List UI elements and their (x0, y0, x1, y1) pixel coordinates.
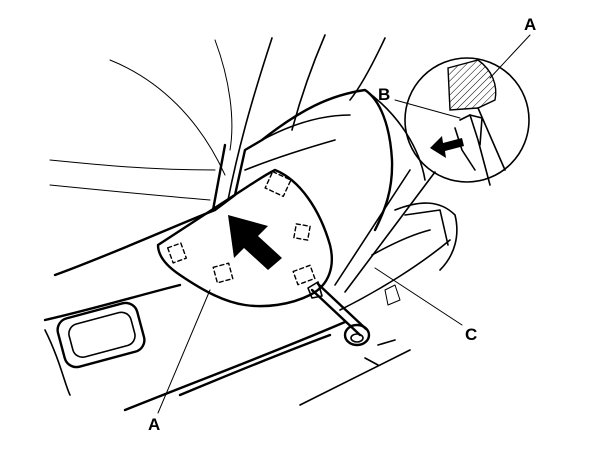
leader-lines (157, 34, 531, 414)
seat-base-rail (43, 202, 458, 412)
removal-arrow-icon (228, 215, 282, 270)
flat-tip-screwdriver (307, 281, 368, 337)
callout-a-top: A (524, 15, 536, 34)
detail-circle (334, 57, 530, 293)
callout-a-bottom: A (148, 415, 160, 434)
adjustment-knob (343, 323, 396, 366)
detail-direction-arrow-icon (430, 136, 464, 158)
seat-background-lines (49, 34, 386, 201)
seat-slot (56, 301, 146, 369)
callout-b: B (378, 85, 390, 104)
seat-cushion-side (53, 88, 426, 277)
callout-c: C (465, 325, 477, 344)
